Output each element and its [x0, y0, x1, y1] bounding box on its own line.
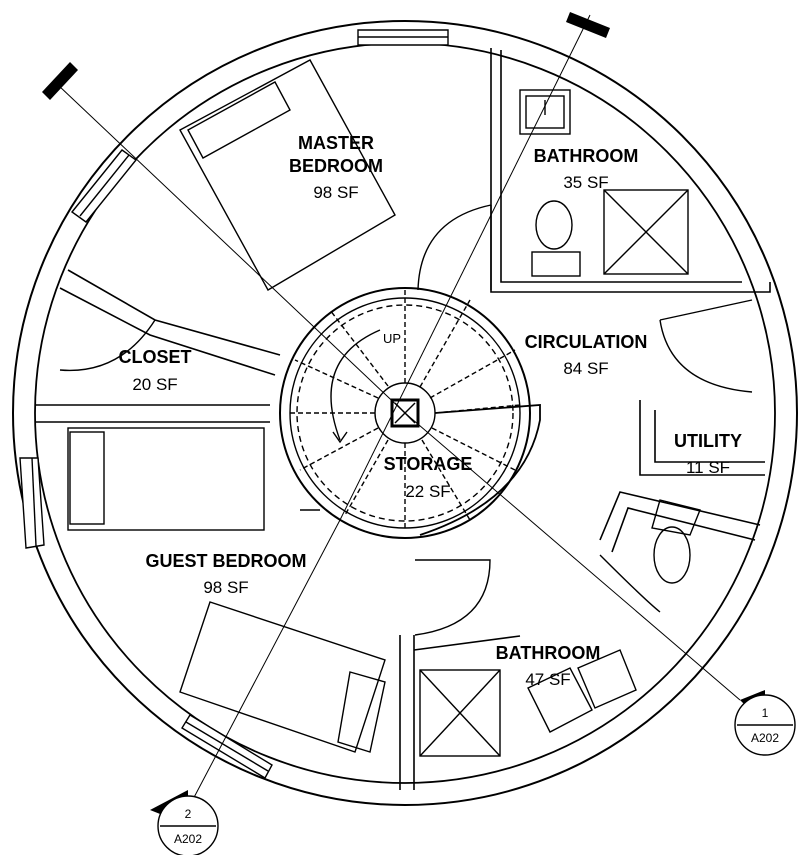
- section-lines: [57, 14, 741, 806]
- master-bedroom-label: MASTER: [298, 133, 374, 153]
- utility-area: 11 SF: [686, 458, 730, 477]
- utility-label: UTILITY: [674, 431, 742, 451]
- windows: [19, 29, 449, 779]
- section-marker-1: [734, 690, 796, 756]
- master-bedroom-area: 98 SF: [313, 183, 358, 202]
- storage-label: STORAGE: [384, 454, 473, 474]
- spiral-stair: [279, 287, 541, 539]
- circulation-label: CIRCULATION: [525, 332, 648, 352]
- door-swings: [59, 204, 753, 636]
- bathroom-lower-area: 47 SF: [525, 670, 570, 689]
- section-2-number: 2: [185, 807, 192, 821]
- section-flags: [42, 12, 610, 100]
- bathroom-upper-area: 35 SF: [563, 173, 608, 192]
- bathroom-upper-label: BATHROOM: [534, 146, 639, 166]
- beds: [67, 59, 396, 753]
- section-2-sheet: A202: [174, 832, 202, 846]
- guest-bedroom-area: 98 SF: [203, 578, 248, 597]
- interior-walls: [36, 48, 771, 790]
- storage-area: 22 SF: [405, 482, 450, 501]
- section-1-sheet: A202: [751, 731, 779, 745]
- section-marker-2: [150, 790, 219, 855]
- fixtures: [419, 89, 701, 757]
- master-bedroom-label-2: BEDROOM: [289, 156, 383, 176]
- outer-wall-exterior: [12, 20, 798, 806]
- circulation-area: 84 SF: [563, 359, 608, 378]
- stair-up-label: UP: [383, 331, 401, 346]
- closet-area: 20 SF: [132, 375, 177, 394]
- section-1-number: 1: [762, 706, 769, 720]
- closet-label: CLOSET: [118, 347, 191, 367]
- bathroom-lower-label: BATHROOM: [496, 643, 601, 663]
- guest-bedroom-label: GUEST BEDROOM: [145, 551, 306, 571]
